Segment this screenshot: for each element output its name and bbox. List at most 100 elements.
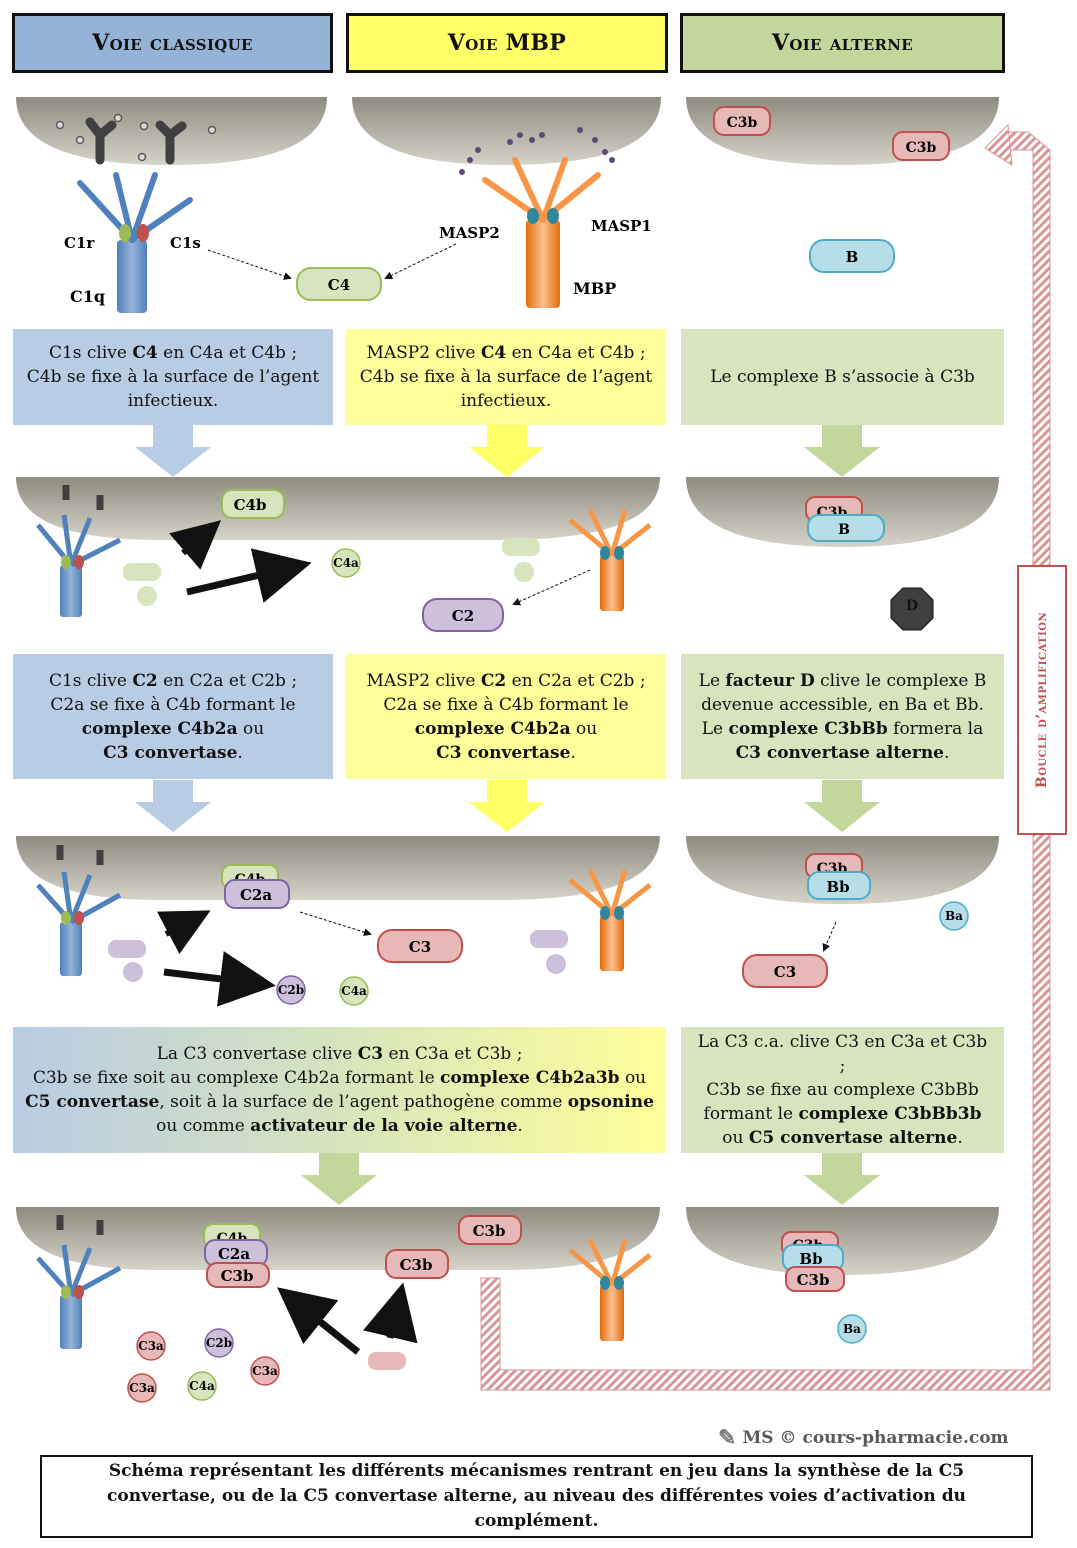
label-c3a: C3a bbox=[252, 1364, 278, 1378]
text-box-alterne-step3: La C3 c.a. clive C3 en C3a et C3b ;C3b s… bbox=[681, 1027, 1004, 1153]
bb-fragment bbox=[807, 871, 871, 900]
c2b-fragment-free bbox=[123, 962, 143, 982]
mbl-complex bbox=[459, 127, 615, 308]
label-c4a: C4a bbox=[333, 556, 359, 570]
mbl-complex-small bbox=[568, 508, 652, 611]
text-bold: complexe C4b2a3b bbox=[440, 1068, 620, 1088]
label-bb: Bb bbox=[826, 878, 849, 896]
pathogen-surface bbox=[16, 1207, 660, 1270]
header-voie-alterne: Voie alterne bbox=[680, 13, 1005, 73]
c1-complex-small bbox=[36, 1215, 122, 1349]
c2b-fragment-free bbox=[546, 954, 566, 974]
text: Le bbox=[698, 670, 726, 691]
text-bold: C5 convertase alterne bbox=[748, 1128, 958, 1148]
text-box-classic-step1: C1s clive C4 en C4a et C4b ;C4b se fixe … bbox=[13, 329, 333, 425]
text-bold: C3 convertase bbox=[436, 742, 571, 763]
mbl-complex-small bbox=[568, 1238, 652, 1341]
c3b-fragment bbox=[385, 1249, 449, 1279]
c2a-fragment bbox=[224, 879, 290, 909]
c4a-fragment-free bbox=[514, 562, 534, 582]
c4a-fragment-free bbox=[137, 586, 157, 606]
label-c3b: C3b bbox=[473, 1222, 506, 1240]
factor-b-bound bbox=[807, 514, 885, 542]
text: La C3 c.a. clive C3 en C3a et C3b ; bbox=[697, 1032, 988, 1076]
header-voie-mbp: Voie MBP bbox=[346, 13, 668, 73]
text: C4b se fixe à la surface de l’agent infe… bbox=[359, 367, 653, 411]
text-bold: C4 bbox=[132, 343, 158, 363]
label-masp2: MASP2 bbox=[439, 224, 500, 242]
text: . bbox=[570, 742, 576, 763]
header-label: Voie classique bbox=[92, 30, 253, 56]
pill-logo-icon: ✎ bbox=[718, 1425, 737, 1451]
header-voie-classique: Voie classique bbox=[12, 13, 333, 73]
header-label: Voie MBP bbox=[447, 30, 567, 56]
c3a-fragment bbox=[136, 1331, 166, 1361]
text-bold: activateur de la voie alterne bbox=[250, 1116, 518, 1136]
text-bold: complexe C4b2a bbox=[81, 718, 238, 739]
factor-d bbox=[890, 587, 934, 631]
text: . bbox=[944, 742, 950, 763]
label-c3: C3 bbox=[409, 938, 431, 956]
text-bold: C3 convertase bbox=[103, 742, 238, 763]
amplification-loop-label: Boucle d’amplification bbox=[1017, 565, 1067, 835]
label-c3: C3 bbox=[774, 963, 796, 981]
text: en C2a et C2b ; bbox=[506, 670, 646, 691]
c2b-fragment-free bbox=[530, 930, 568, 948]
pathogen-surface bbox=[352, 97, 661, 165]
label-c1r: C1r bbox=[64, 234, 95, 252]
text: ou bbox=[237, 718, 265, 739]
text: Le bbox=[701, 718, 729, 739]
header-label: Voie alterne bbox=[771, 30, 913, 56]
text: La C3 convertase clive bbox=[156, 1044, 358, 1064]
label-c3b: C3b bbox=[906, 140, 937, 156]
text: en C4a et C4b ; bbox=[506, 343, 646, 363]
credit: ✎ MS © cours-pharmacie.com bbox=[718, 1424, 1009, 1452]
pathogen-surface bbox=[16, 477, 660, 540]
c3b-fragment bbox=[785, 1266, 845, 1292]
label-c2b: C2b bbox=[206, 1336, 232, 1350]
c3-pill bbox=[742, 954, 828, 988]
caption: Schéma représentant les différents mécan… bbox=[40, 1455, 1033, 1538]
label-c1q: C1q bbox=[70, 287, 105, 306]
text-bold: opsonine bbox=[567, 1092, 654, 1112]
label-c3b: C3b bbox=[797, 1271, 830, 1289]
c1-complex-small bbox=[36, 845, 122, 976]
c3b-fragment bbox=[458, 1215, 522, 1245]
label-b: B bbox=[838, 522, 850, 538]
label-c3b: C3b bbox=[727, 115, 758, 131]
text: clive le complexe B devenue accessible, … bbox=[701, 670, 987, 715]
text: Le complexe B s’associe à C3b bbox=[710, 367, 975, 387]
c4b-fragment-free bbox=[502, 538, 540, 556]
loop-label-text: Boucle d’amplification bbox=[1034, 611, 1050, 789]
text: C3b se fixe soit au complexe C4b2a forma… bbox=[32, 1068, 441, 1088]
label-d: D bbox=[906, 598, 918, 614]
text: . bbox=[957, 1128, 963, 1148]
c3a-fragment-free bbox=[368, 1352, 406, 1370]
label-c1s: C1s bbox=[170, 234, 201, 252]
pathogen-surface bbox=[16, 836, 660, 900]
mbl-complex-small bbox=[568, 868, 652, 971]
text: MASP2 clive bbox=[366, 670, 481, 691]
ba-fragment bbox=[939, 901, 969, 931]
label-c4a: C4a bbox=[189, 1379, 215, 1393]
text: ou bbox=[619, 1068, 647, 1088]
label-c4a: C4a bbox=[341, 984, 367, 998]
text-bold: facteur D bbox=[725, 670, 815, 691]
text-box-classic-step2: C1s clive C2 en C2a et C2b ;C2a se fixe … bbox=[13, 654, 333, 779]
text: formera la bbox=[887, 718, 984, 739]
c1-complex-small bbox=[36, 485, 122, 617]
label-c3b: C3b bbox=[400, 1256, 433, 1274]
text-box-alterne-step2: Le facteur D clive le complexe B devenue… bbox=[681, 654, 1004, 779]
c4a-fragment bbox=[339, 976, 369, 1006]
text-bold: C5 convertase bbox=[25, 1092, 160, 1112]
c3b-fragment bbox=[713, 106, 771, 136]
text: en C2a et C2b ; bbox=[157, 670, 298, 691]
label-c2b: C2b bbox=[278, 983, 304, 997]
text-bold: complexe C4b2a bbox=[414, 718, 571, 739]
text: en C3a et C3b ; bbox=[383, 1044, 523, 1064]
factor-b-pill bbox=[809, 239, 895, 273]
text: ou bbox=[570, 718, 598, 739]
label-ba: Ba bbox=[945, 909, 963, 923]
label-c2: C2 bbox=[452, 607, 474, 625]
text: C2a se fixe à C4b formant le bbox=[50, 694, 296, 715]
